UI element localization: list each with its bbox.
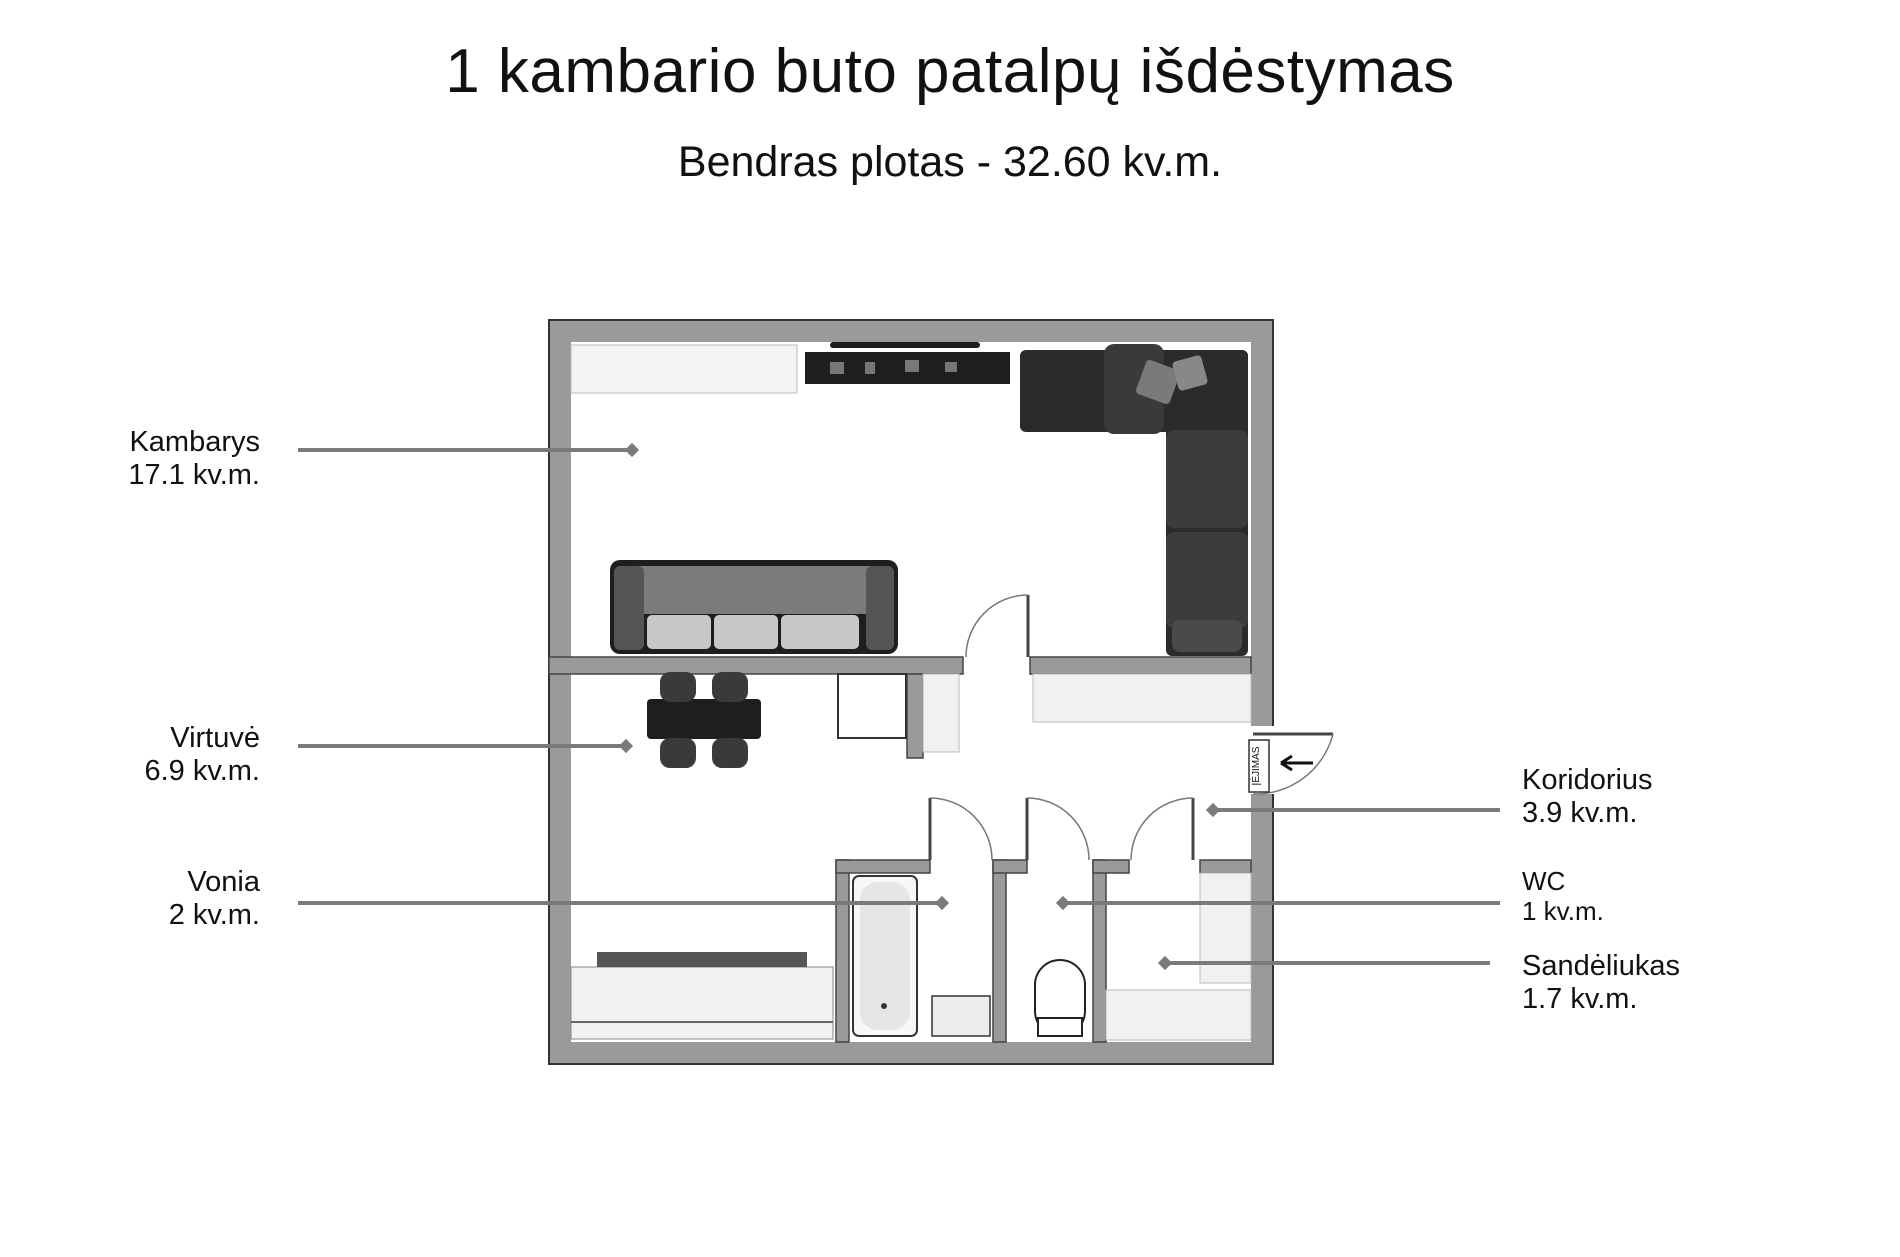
doors	[928, 594, 1334, 861]
room-name: Koridorius	[1522, 764, 1653, 796]
room-label-kambarys: Kambarys 17.1 kv.m.	[60, 426, 260, 492]
room-name: Sandėliukas	[1522, 950, 1680, 982]
room-area: 17.1 kv.m.	[128, 459, 260, 491]
room-area: 3.9 kv.m.	[1522, 797, 1638, 829]
room-area: 1 kv.m.	[1522, 896, 1604, 926]
leader-lines	[298, 442, 1500, 971]
room-area: 2 kv.m.	[168, 899, 260, 931]
room-name: Kambarys	[129, 426, 260, 458]
toilet	[1034, 959, 1086, 1037]
entrance-label: ĮĖJIMAS	[1249, 746, 1262, 785]
bathroom-fixtures	[852, 875, 991, 1037]
room-label-sandeliukas: Sandėliukas 1.7 kv.m.	[1522, 950, 1782, 1016]
room-area: 6.9 kv.m.	[144, 755, 261, 787]
entrance-arrow-icon	[1280, 754, 1313, 772]
room-name: WC	[1522, 866, 1566, 896]
room-label-koridorius: Koridorius 3.9 kv.m.	[1522, 764, 1772, 830]
page-subtitle: Bendras plotas - 32.60 kv.m.	[677, 138, 1223, 186]
room-area: 1.7 kv.m.	[1522, 983, 1638, 1015]
sofa	[610, 560, 898, 654]
room-name: Vonia	[187, 866, 260, 898]
room-label-vonia: Vonia 2 kv.m.	[60, 866, 260, 932]
room-label-wc: WC 1 kv.m.	[1522, 866, 1772, 926]
room-name: Virtuvė	[170, 722, 260, 754]
corner-sofa	[1020, 344, 1248, 656]
room-label-virtuve: Virtuvė 6.9 kv.m.	[60, 722, 261, 788]
room-furniture	[570, 342, 1248, 656]
kitchen-furniture	[570, 672, 1252, 1040]
interior-walls	[548, 656, 1252, 1043]
page-title: 1 kambario buto patalpų išdėstymas	[445, 37, 1455, 106]
